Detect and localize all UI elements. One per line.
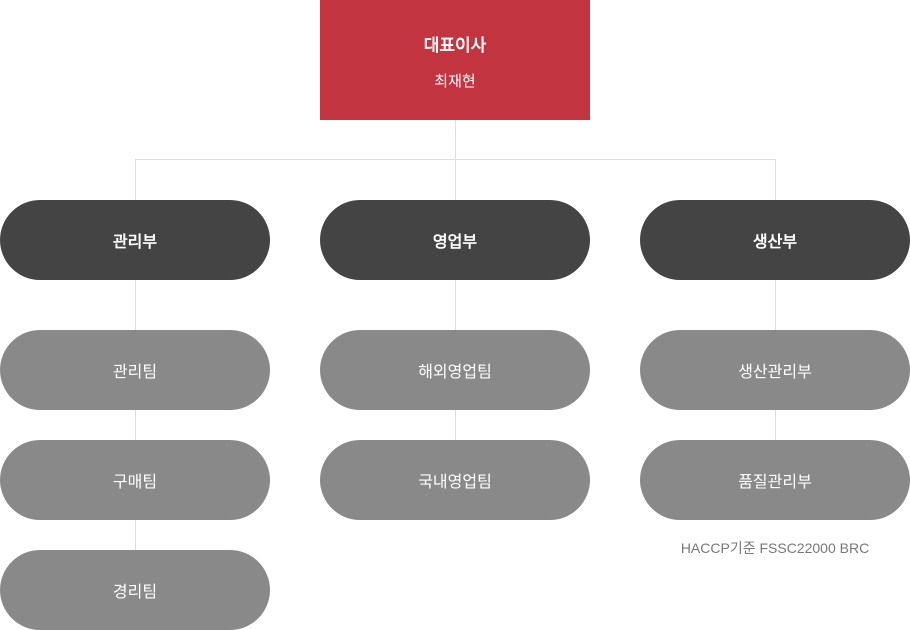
connector-col2-a — [455, 280, 456, 330]
ceo-title: 대표이사 — [423, 36, 487, 56]
connector-col1-b — [135, 410, 136, 440]
connector-horizontal — [135, 159, 776, 160]
team-domestic-sales: 국내영업팀 — [320, 440, 590, 520]
connector-col3-a — [775, 280, 776, 330]
team-quality-management: 품질관리부 — [640, 440, 910, 520]
connector-dept-3 — [775, 159, 776, 200]
dept-management: 관리부 — [0, 200, 270, 280]
connector-col3-b — [775, 410, 776, 440]
team-accounting: 경리팀 — [0, 550, 270, 630]
team-overseas-sales: 해외영업팀 — [320, 330, 590, 410]
connector-col1-a — [135, 280, 136, 330]
connector-dept-1 — [135, 159, 136, 200]
dept-sales: 영업부 — [320, 200, 590, 280]
team-purchasing: 구매팀 — [0, 440, 270, 520]
connector-ceo-down — [455, 120, 456, 200]
certification-note: HACCP기준 FSSC22000 BRC — [680, 540, 870, 556]
team-management: 관리팀 — [0, 330, 270, 410]
ceo-box: 대표이사 최재현 — [320, 0, 590, 120]
ceo-name: 최재현 — [434, 72, 476, 90]
connector-col2-b — [455, 410, 456, 440]
team-production-management: 생산관리부 — [640, 330, 910, 410]
connector-col1-c — [135, 520, 136, 550]
dept-production: 생산부 — [640, 200, 910, 280]
